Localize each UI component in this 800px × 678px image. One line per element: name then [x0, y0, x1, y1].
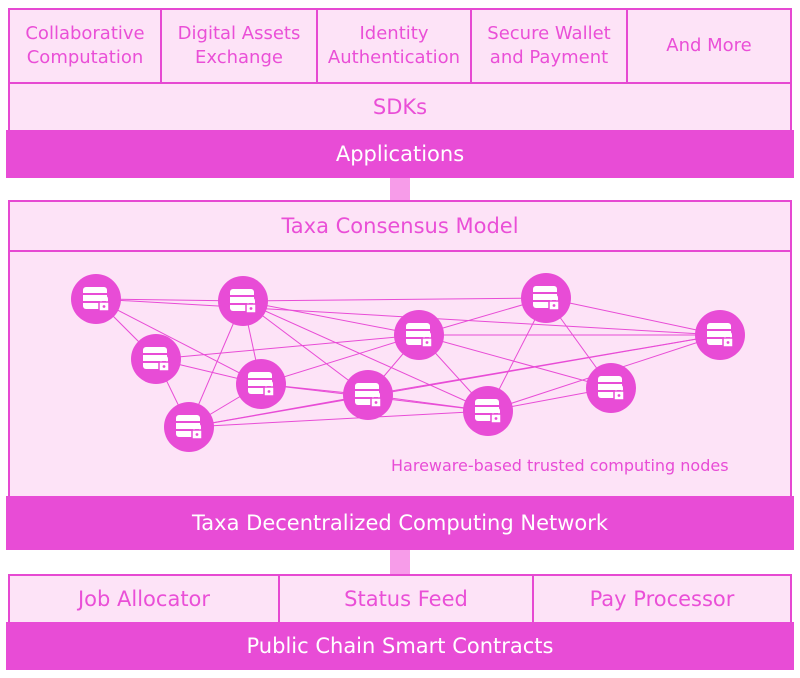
contract-job-allocator: Job Allocator — [8, 574, 280, 624]
contracts-title: Public Chain Smart Contracts — [246, 634, 554, 658]
sdks-label: SDKs — [372, 95, 428, 119]
connector-network-contracts — [390, 550, 410, 576]
network-link — [242, 300, 369, 396]
sdks-layer: SDKs — [8, 82, 792, 132]
applications-title-bar: Applications — [6, 130, 794, 178]
network-link — [418, 334, 612, 389]
network-title-bar: Taxa Decentralized Computing Network — [6, 496, 794, 550]
network-link — [242, 300, 489, 412]
secure-database-icon — [343, 370, 393, 420]
network-link — [188, 410, 489, 428]
app-item-identity-authentication: Identity Authentication — [316, 8, 472, 84]
contract-status-feed: Status Feed — [278, 574, 534, 624]
network-link — [95, 298, 262, 385]
contract-label: Job Allocator — [77, 587, 211, 611]
network-link — [260, 334, 420, 385]
secure-database-icon — [521, 273, 571, 323]
app-item-label: Digital Assets Exchange — [177, 23, 301, 68]
applications-title: Applications — [335, 142, 465, 166]
app-item-label: Secure Wallet and Payment — [487, 23, 611, 68]
secure-database-icon — [586, 363, 636, 413]
app-item-secure-wallet: Secure Wallet and Payment — [470, 8, 628, 84]
secure-database-icon — [236, 359, 286, 409]
network-link — [242, 297, 547, 302]
app-item-label: Collaborative Computation — [25, 23, 145, 68]
contracts-title-bar: Public Chain Smart Contracts — [6, 622, 794, 670]
network-link — [242, 300, 420, 336]
network-link — [367, 334, 721, 396]
secure-database-icon — [394, 310, 444, 360]
secure-database-icon — [131, 334, 181, 384]
consensus-model-layer: Taxa Consensus Model — [8, 200, 792, 252]
network-title: Taxa Decentralized Computing Network — [191, 511, 609, 535]
secure-database-icon — [463, 386, 513, 436]
network-link — [155, 334, 420, 360]
secure-database-icon — [71, 274, 121, 324]
network-link — [545, 297, 721, 336]
app-item-label: Identity Authentication — [327, 23, 461, 68]
contract-label: Status Feed — [344, 587, 468, 611]
contract-label: Pay Processor — [589, 587, 735, 611]
consensus-model-label: Taxa Consensus Model — [281, 214, 519, 238]
secure-database-icon — [218, 276, 268, 326]
secure-database-icon — [164, 402, 214, 452]
app-item-collaborative-computation: Collaborative Computation — [8, 8, 162, 84]
secure-database-icon — [695, 310, 745, 360]
connector-applications-network — [390, 178, 410, 202]
contract-pay-processor: Pay Processor — [532, 574, 792, 624]
nodes-caption: Hareware-based trusted computing nodes — [391, 456, 729, 475]
app-item-and-more: And More — [626, 8, 792, 84]
app-item-label: And More — [666, 35, 752, 56]
